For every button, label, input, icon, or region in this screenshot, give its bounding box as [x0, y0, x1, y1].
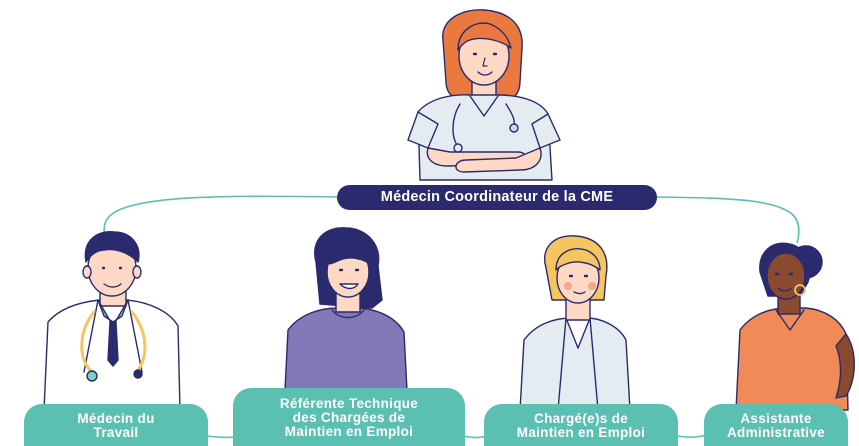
member-label-referente-technique: Référente Technique des Chargées de Main…	[233, 388, 465, 446]
member-label-line: Administrative	[727, 425, 825, 440]
member-label-line: Assistante	[740, 410, 812, 426]
woman-orange-illustration	[735, 242, 855, 411]
member-label-charges-maintien: Chargé(e)s de Maintien en Emploi	[484, 404, 678, 446]
member-label-line: Maintien en Emploi	[284, 424, 414, 440]
member-label-line: Référente Technique	[279, 395, 419, 411]
member-label-line: Travail	[93, 425, 139, 440]
member-label-assistante: Assistante Administrative	[704, 404, 848, 446]
connector-bottom-2	[462, 435, 487, 439]
coordinator-label: Médecin Coordinateur de la CME	[337, 185, 657, 210]
doctor-illustration	[43, 231, 181, 411]
member-label-line: Chargé(e)s de	[534, 410, 628, 426]
member-label-medecin-travail: Médecin du Travail	[24, 404, 208, 446]
member-label-line: Maintien en Emploi	[516, 425, 646, 440]
member-label-line: Médecin du	[77, 410, 155, 426]
connector-bottom-3	[676, 434, 707, 438]
nurse-illustration	[407, 9, 561, 181]
connector-left	[103, 195, 346, 239]
connector-right	[655, 196, 800, 244]
woman-blonde-illustration	[519, 235, 631, 411]
connector-lines	[103, 195, 800, 439]
member-label-line: des Chargées de	[292, 409, 406, 425]
woman-purple-illustration	[283, 227, 409, 411]
